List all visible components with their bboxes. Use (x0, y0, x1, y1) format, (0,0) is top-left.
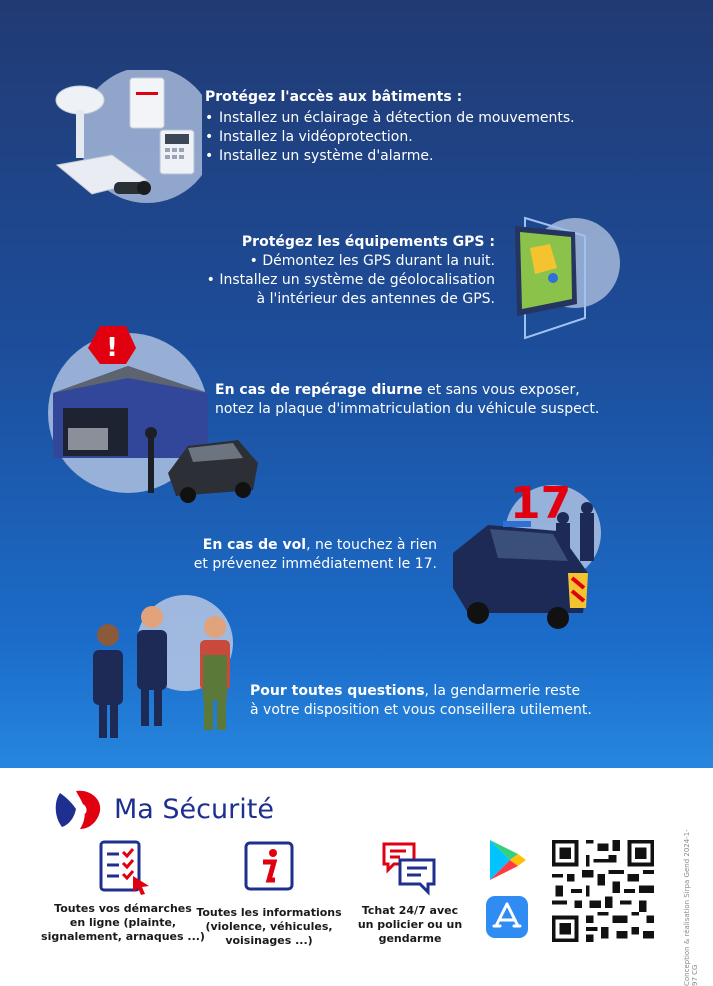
gendarmes-farmer-illustration (93, 595, 233, 738)
questions-advice: Pour toutes questions, la gendarmerie re… (250, 683, 592, 718)
theft-emphasis: En cas de vol (202, 537, 307, 553)
gendarmerie-car-illustration: 17 (453, 478, 601, 629)
checklist-icon (99, 840, 149, 895)
buildings-item: Installez un éclairage à détection de mo… (205, 109, 575, 128)
buildings-title: Protégez l'accès aux bâtiments : (205, 89, 463, 105)
gps-item: • Installez un système de géolocalisatio… (206, 272, 495, 288)
questions-line2: à votre disposition et vous conseillera … (250, 702, 592, 718)
gps-title: Protégez les équipements GPS : (241, 234, 495, 250)
buildings-advice: Protégez l'accès aux bâtiments : Install… (205, 88, 575, 166)
buildings-item: Installez la vidéoprotection. (205, 128, 575, 147)
marianne-logo-icon (55, 790, 101, 829)
gps-advice: Protégez les équipements GPS : • Démonte… (190, 233, 495, 309)
daytime-advice: En cas de repérage diurne et sans vous e… (215, 382, 600, 417)
credit-line: Conception & réalisation Sirpa Gend 2024… (683, 829, 699, 986)
buildings-item: Installez un système d'alarme. (205, 147, 575, 166)
garage-car-illustration: ! (48, 326, 258, 503)
brand-name: Ma Sécurité (114, 793, 274, 825)
chat-bubbles-icon (382, 842, 436, 896)
bullet: • (249, 253, 263, 269)
gps-item: • Démontez les GPS durant la nuit. (249, 253, 495, 269)
gps-item-continued: à l'intérieur des antennes de GPS. (256, 291, 495, 307)
svg-text:!: ! (106, 333, 118, 363)
service-chat[interactable]: Tchat 24/7 avec un policier ou un gendar… (345, 838, 475, 946)
google-play-icon[interactable] (486, 838, 528, 882)
brand-logo: Ma Sécurité (50, 785, 274, 833)
daytime-line2: notez la plaque d'immatriculation du véh… (215, 401, 600, 417)
service-online-procedures[interactable]: Toutes vos démarches en ligne (plainte, … (38, 838, 208, 944)
service-information[interactable]: Toutes les informations (violence, véhic… (194, 840, 344, 948)
daytime-emphasis: En cas de repérage diurne (215, 382, 423, 398)
theft-line2: et prévenez immédiatement le 17. (193, 556, 437, 572)
bullet: • (206, 272, 220, 288)
qr-code[interactable] (548, 836, 658, 946)
info-icon (244, 841, 294, 891)
questions-emphasis: Pour toutes questions (250, 683, 425, 699)
security-camera-illustration (55, 70, 202, 203)
gps-tablet-illustration (515, 216, 620, 340)
theft-advice: En cas de vol, ne touchez à rien et prév… (180, 536, 437, 574)
app-store-icon[interactable] (486, 896, 528, 938)
